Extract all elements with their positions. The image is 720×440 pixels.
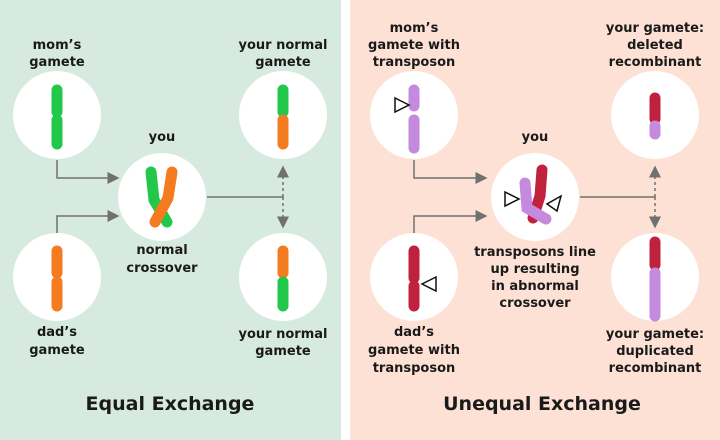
you-circle bbox=[118, 153, 206, 241]
dad-to-you-arrow bbox=[56, 210, 120, 233]
you-label: you bbox=[522, 130, 549, 145]
mom-to-you-arrow bbox=[56, 160, 120, 184]
equal-exchange-title: Equal Exchange bbox=[86, 393, 255, 415]
unequal-exchange-title: Unequal Exchange bbox=[443, 393, 641, 415]
crossover-chromosomes bbox=[145, 166, 178, 228]
mom-to-you-arrow bbox=[413, 160, 488, 184]
dad-to-you-arrow bbox=[413, 210, 488, 233]
transposon-icon bbox=[420, 275, 437, 293]
abnormal-crossover-chromosomes bbox=[519, 164, 552, 225]
transposon-icon bbox=[545, 194, 563, 213]
you-label: you bbox=[149, 130, 176, 145]
transposon-icon bbox=[394, 96, 411, 114]
transposon-icon bbox=[504, 190, 521, 208]
